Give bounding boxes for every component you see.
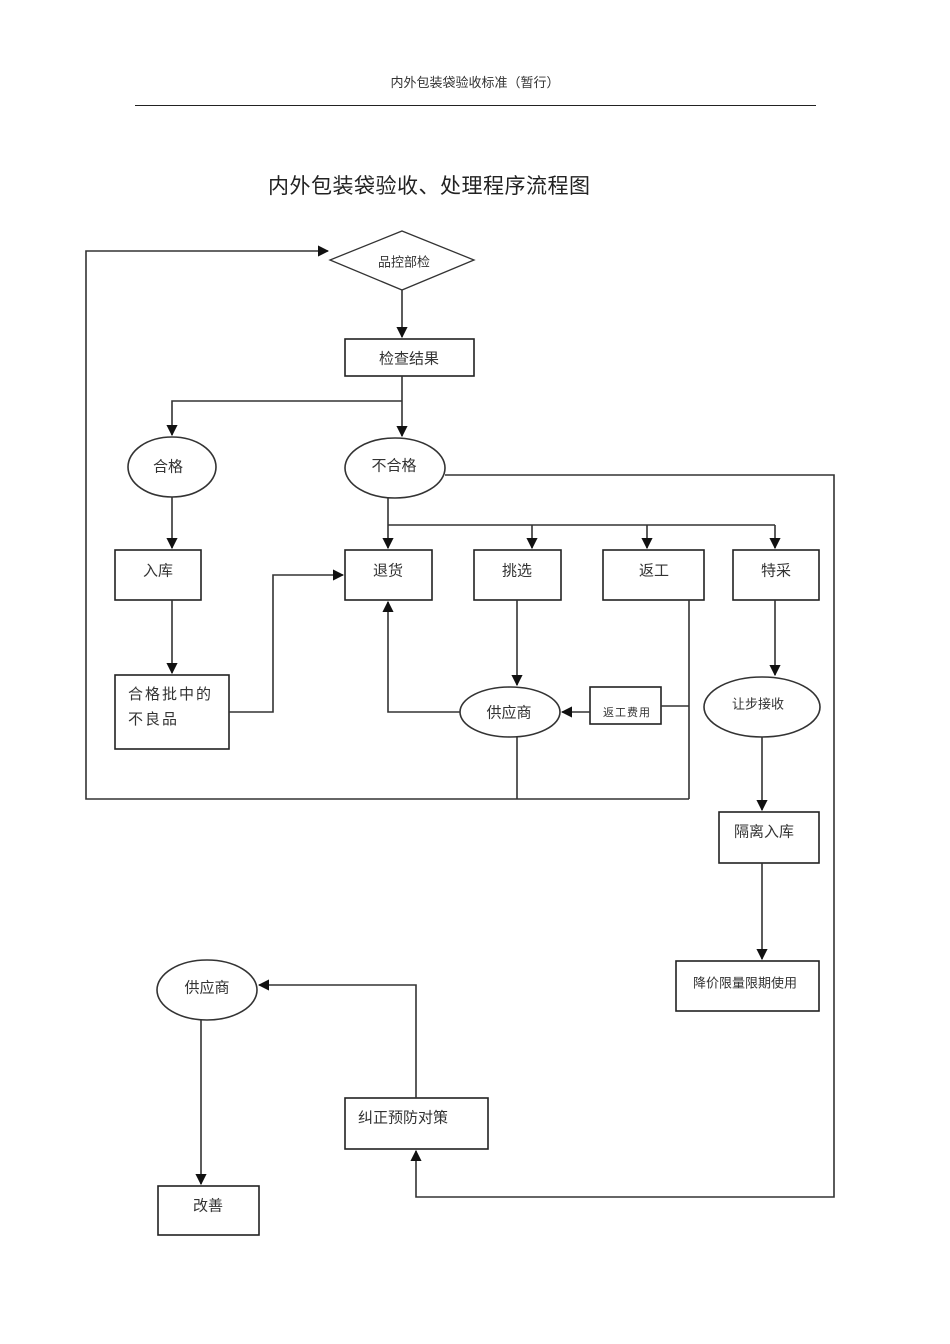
qualified-label: 合格 — [152, 457, 184, 476]
unqualified-ellipse — [344, 437, 446, 499]
sorting-label: 挑选 — [501, 561, 533, 580]
connector-to-qualified — [166, 400, 402, 437]
warehousing-box — [114, 549, 202, 601]
concession-acceptance-label: 让步接收 — [731, 697, 785, 713]
connector-feedback-loop — [85, 245, 689, 800]
improvement-label: 改善 — [192, 1196, 224, 1215]
supplier-2-ellipse — [156, 959, 258, 1021]
connector-rework-to-cost — [661, 600, 690, 799]
defects-label: 合格批中的 不良品 — [128, 682, 213, 732]
connector-unqualified-right — [410, 474, 835, 1198]
corrective-measures-label: 纠正预防对策 — [358, 1108, 449, 1127]
qc-inspection-label: 品控部检 — [377, 255, 431, 271]
price-reduction-box — [675, 960, 820, 1012]
connector-supplier-to-return — [382, 600, 460, 713]
special-purchase-box — [732, 549, 820, 601]
document-title: 内外包装袋验收、处理程序流程图 — [268, 174, 591, 198]
defects-label-line2: 不良品 — [128, 710, 180, 728]
isolated-warehousing-box — [718, 811, 820, 864]
header-divider — [135, 105, 816, 106]
supplier-label: 供应商 — [486, 703, 532, 722]
improvement-box — [157, 1185, 260, 1236]
return-goods-box — [344, 549, 433, 601]
supplier-2-label: 供应商 — [184, 978, 230, 997]
header-title: 内外包装袋验收标准（暂行） — [390, 76, 560, 91]
warehousing-label: 入库 — [142, 561, 174, 580]
rework-box — [602, 549, 705, 601]
defects-label-line1: 合格批中的 — [128, 685, 214, 703]
special-purchase-label: 特采 — [760, 561, 792, 580]
isolated-warehousing-label: 隔离入库 — [733, 822, 795, 841]
inspection-result-box — [344, 338, 475, 377]
price-reduction-label: 降价限量限期使用 — [692, 976, 798, 992]
unqualified-label: 不合格 — [371, 456, 417, 475]
rework-cost-label: 返工费用 — [603, 706, 651, 719]
connector-measures-to-supplier — [257, 979, 417, 1098]
return-goods-label: 退货 — [372, 561, 404, 580]
connector-defects-to-return — [229, 569, 345, 713]
inspection-result-label: 检查结果 — [378, 349, 440, 368]
rework-label: 返工 — [638, 561, 670, 580]
